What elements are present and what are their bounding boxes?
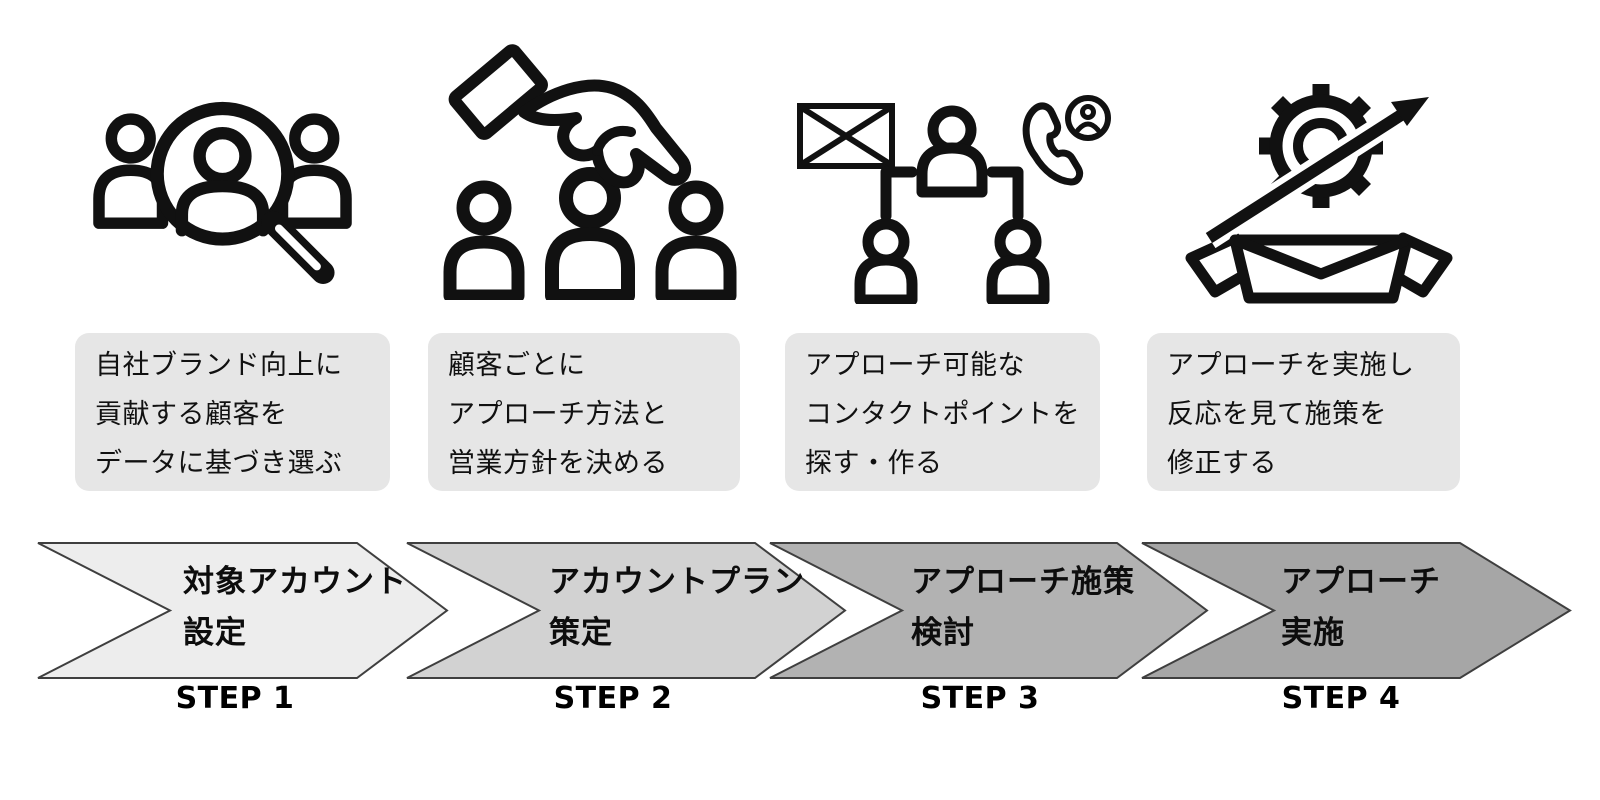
step-2-description: 顧客ごとに アプローチ方法と 営業方針を決める [428, 333, 740, 491]
hand-pick-person-icon [440, 38, 740, 300]
contact-points-icon [792, 92, 1112, 304]
description-line: アプローチ方法と [448, 399, 668, 430]
people-search-icon [90, 82, 355, 292]
step-1-label: STEP 1 [175, 681, 295, 716]
step-4-arrow-label: アプローチ 実施 [1281, 557, 1600, 659]
description-line: データに基づき選ぶ [95, 448, 343, 479]
arrow-label-line: アプローチ [1281, 564, 1441, 600]
description-line: アプローチを実施し [1167, 350, 1415, 381]
step-3-label: STEP 3 [920, 681, 1040, 716]
arrow-label-line: 実施 [1281, 615, 1345, 651]
description-line: 顧客ごとに [448, 350, 586, 381]
description-line: 探す・作る [805, 448, 943, 479]
step-2-arrow-label: アカウントプラン 策定 [549, 557, 879, 659]
description-line: 営業方針を決める [448, 448, 668, 479]
step-1-arrow-label: 対象アカウント 設定 [183, 557, 513, 659]
box-gear-growth-icon [1183, 62, 1455, 304]
description-line: コンタクトポイントを [805, 399, 1080, 430]
description-line: 自社ブランド向上に [95, 350, 343, 381]
arrow-label-line: 検討 [911, 615, 975, 651]
step-3-description: アプローチ可能な コンタクトポイントを 探す・作る [785, 333, 1100, 491]
description-line: 反応を見て施策を [1167, 399, 1387, 430]
arrow-label-line: 設定 [183, 615, 247, 651]
description-line: アプローチ可能な [805, 350, 1025, 381]
arrow-label-line: 対象アカウント [183, 564, 407, 600]
step-1-description: 自社ブランド向上に 貢献する顧客を データに基づき選ぶ [75, 333, 390, 491]
description-line: 修正する [1167, 448, 1277, 479]
step-4-description: アプローチを実施し 反応を見て施策を 修正する [1147, 333, 1460, 491]
arrow-label-line: 策定 [549, 615, 613, 651]
description-line: 貢献する顧客を [95, 399, 288, 430]
arrow-label-line: アカウントプラン [549, 564, 805, 600]
step-2-label: STEP 2 [553, 681, 673, 716]
step-3-arrow-label: アプローチ施策 検討 [911, 557, 1241, 659]
step-4-label: STEP 4 [1281, 681, 1401, 716]
arrow-label-line: アプローチ施策 [911, 564, 1135, 600]
